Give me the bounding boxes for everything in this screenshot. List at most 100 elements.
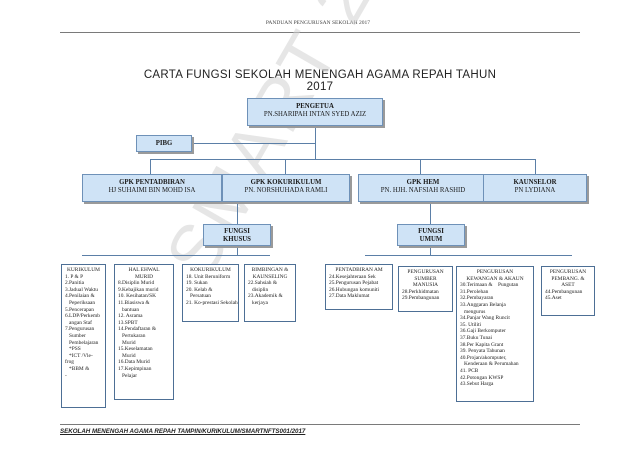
list-item: 19. Sukan [186,280,208,287]
kewangan-title: PENGURUSAN [476,269,514,275]
list-item: 28.Perkhidmatan [402,288,439,295]
kaunselor-box: KAUNSELOR PN LYDIANA [483,174,587,202]
list-item: 18. Unit Beruniform [186,273,231,280]
list-item: 27.Data Maklumat [329,293,370,300]
list-item: Pembelajaran [65,339,99,346]
connector-pibg [192,143,315,144]
connector-umum-bus [365,255,572,256]
list-item: 31.Perolehan [460,288,489,295]
hal-ehwal-title: HAL EHWAL [128,267,160,273]
pengetua-name: PN.SHARIPAH INTAN SYED AZIZ [263,111,367,118]
list-item: Murid [118,339,136,346]
list-item: 15.Keselamatan [118,346,153,353]
bimbingan-title2: KAUNSELING [252,273,288,280]
list-item: 44.Pembangunan [545,288,583,295]
list-item: 22.Sahsiah & [248,280,278,287]
list-item: Persatuan [186,293,212,300]
list-item: kerjaya [248,299,268,306]
list-item: 38.Per Kapita Grant [460,341,504,348]
gpk-kokurikulum-role: GPK KOKURIKULUM [250,179,322,186]
sumber-manusia-title2: SUMBER [414,275,437,282]
list-item: *BBM & [65,365,90,372]
list-item: Pertukaran [118,332,146,339]
kokurikulum-title: KOKURIKULUM [190,267,231,273]
list-item: 20. Kelab & [186,286,213,293]
connector-gpk2 [285,159,286,174]
fungsi-khusus-box: FUNGSI KHUSUS [203,224,271,246]
connector-gpk-to-khusus [237,202,238,224]
list-item: 5.Pencerapan [65,306,94,313]
list-item: 13.SPBT [118,319,138,326]
header-divider [60,32,580,33]
pibg-label: PIBG [155,140,173,147]
connector-gpk-bus [150,159,535,160]
kurikulum-title: KURIKULUM [67,267,100,273]
list-item: 16.Data Murid [118,359,150,366]
gpk-hem-role: GPK HEM [406,179,440,186]
page-header: PANDUAN PENGURUSAN SEKOLAH 2017 [265,20,370,26]
list-item: 1. P & P [65,273,84,280]
list-item: 35. Utiliti [460,321,481,328]
list-item: Murid [118,352,136,359]
gpk-pentadbiran-name: HJ SUHAIMI BIN MOHD ISA [108,187,196,194]
connector-khusus-bus [82,255,270,256]
list-item: Pelajar [118,372,138,379]
kaunselor-role: KAUNSELOR [513,179,557,186]
list-item: angan Staf [65,319,92,326]
pibg-box: PIBG [136,135,192,152]
list-item: 17.Kepimpinan [118,365,152,372]
list-item: 10. Kesihatan/SK [118,293,157,300]
list-item: mengurus [460,308,486,315]
list-item: 9.Kebajikan murid [118,286,159,293]
gpk-pentadbiran-role: GPK PENTADBIRAN [119,179,185,186]
list-item: 45.Aset [545,295,562,302]
page-footer: SEKOLAH MENENGAH AGAMA REPAH TAMPIN/KURI… [60,428,306,435]
footer-divider [60,424,580,425]
list-item: Peperiksaan [65,299,96,306]
fungsi-umum-line2: UMUM [419,236,443,243]
list-item: *ICT /Vle- [65,352,93,359]
list-item: 3.Jadual Waktu [65,286,99,293]
list-item: 8.Disiplin Murid [118,280,155,287]
list-item: Kenderaan & Perumahan [460,361,519,368]
connector-umum-down [430,246,431,255]
gpk-hem-name: PN. HJH. NAFSIAH RASHID [380,187,466,194]
list-item: 6.LDP/Perkemb [65,313,100,320]
list-item: 34.Panjar Wang Runcit [460,315,510,322]
pengetua-role: PENGETUA [296,103,334,110]
list-item: 26.Hubungan komuniti [329,286,380,293]
list-item: 2.Panitia [65,280,85,287]
list-item: 40.Projan/akomputer, [460,354,507,361]
list-item: 25.Pengurusan Pejabat [329,280,379,287]
list-item: 11.Biasiswa & [118,299,150,306]
hal-ehwal-title2: MURID [135,273,153,280]
list-item: 43.Sebut Harga [460,381,494,388]
fungsi-umum-line1: FUNGSI [418,228,444,235]
list-item: 36.Gaji Berkomputer [460,328,506,335]
list-item: disiplin [248,286,269,293]
connector-gpk4 [535,159,536,174]
gpk-kokurikulum-box: GPK KOKURIKULUM PN. NORSHUHADA RAMLI [222,174,350,202]
connector-gpk-to-umum [430,202,431,224]
gpk-hem-box: GPK HEM PN. HJH. NAFSIAH RASHID [358,174,488,202]
connector-pengetua-down [315,126,316,159]
fungsi-khusus-line2: KHUSUS [223,236,251,243]
list-item: Sumber [65,332,86,339]
kaunselor-name: PN LYDIANA [514,187,556,194]
gpk-pentadbiran-box: GPK PENTADBIRAN HJ SUHAIMI BIN MOHD ISA [82,174,222,202]
sumber-manusia-title: PENGURUSAN [407,269,444,275]
connector-gpk3 [420,159,421,174]
list-item: 30.Terimaan & Pungutan [460,282,519,289]
list-item: frog [65,359,74,366]
list-item: 39. Penyata Tahunan [460,348,505,355]
list-item: 4.Penilaian & [65,293,95,300]
list-item: 41. PCB [460,367,479,374]
list-item: 24.Kesejahteraan Sek [329,273,376,280]
list-item: bantuan [118,306,140,313]
